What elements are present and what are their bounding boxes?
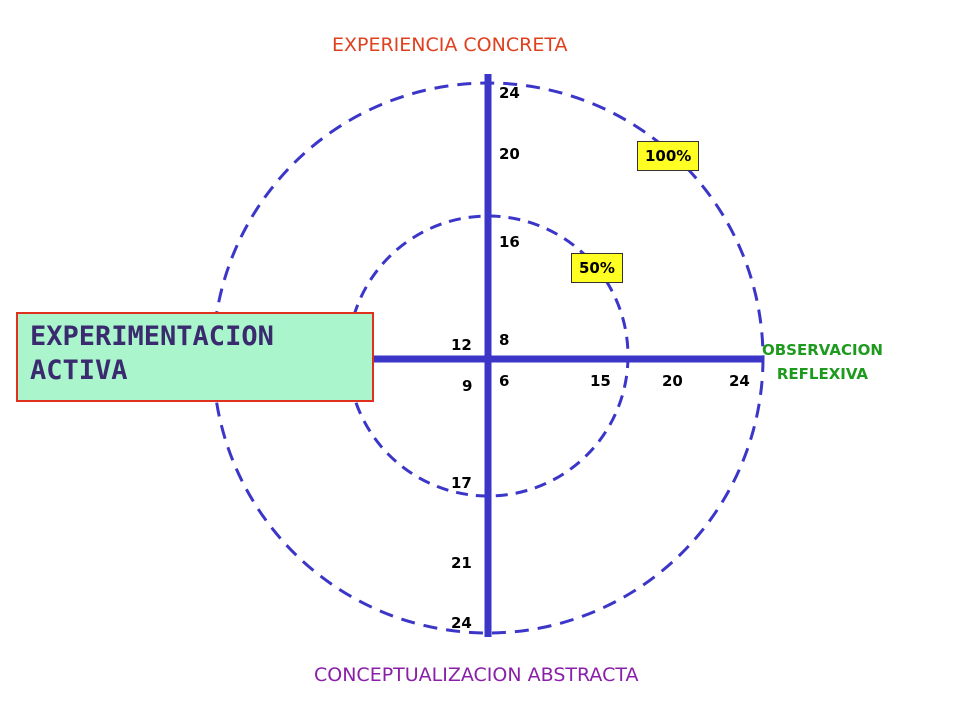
scale-bottom-21: 21 (451, 554, 472, 572)
badge-50-percent: 50% (571, 253, 623, 283)
title-experiencia-concreta: EXPERIENCIA CONCRETA (332, 34, 568, 56)
scale-top-16: 16 (499, 233, 520, 251)
scale-right-15: 15 (590, 372, 611, 390)
scale-right-20: 20 (662, 372, 683, 390)
scale-left-12: 12 (451, 336, 472, 354)
box-line2: ACTIVA (30, 355, 128, 386)
scale-right-6: 6 (499, 372, 509, 390)
scale-bottom-17: 17 (451, 474, 472, 492)
scale-right-24: 24 (729, 372, 750, 390)
scale-top-20: 20 (499, 145, 520, 163)
scale-bottom-24: 24 (451, 614, 472, 632)
scale-top-24: 24 (499, 84, 520, 102)
title-right-line2: REFLEXIVA (776, 365, 869, 383)
badge-100-percent: 100% (637, 141, 700, 171)
title-right-line1: OBSERVACION (762, 341, 883, 359)
title-observacion-reflexiva: OBSERVACION REFLEXIVA (762, 338, 883, 386)
box-experimentacion-activa: EXPERIMENTACION ACTIVA (16, 312, 374, 402)
scale-top-8: 8 (499, 331, 509, 349)
scale-left-9: 9 (462, 377, 472, 395)
box-line1: EXPERIMENTACION (30, 321, 274, 352)
title-conceptualizacion-abstracta: CONCEPTUALIZACION ABSTRACTA (314, 664, 639, 686)
